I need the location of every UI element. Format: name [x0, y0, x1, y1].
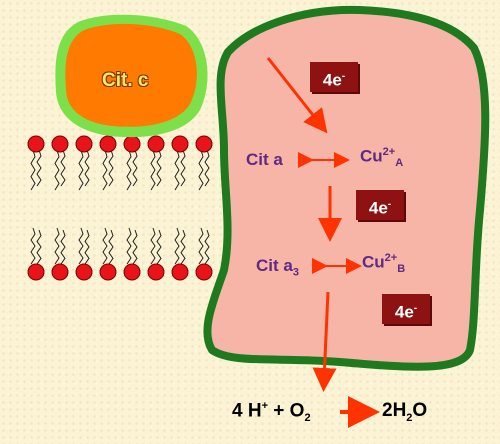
lipid-tail [150, 149, 156, 191]
lipid-head [147, 263, 165, 281]
lipid-head [75, 135, 93, 153]
lipid-tail [174, 149, 180, 191]
lipid-tail [102, 149, 108, 191]
cytochrome-oxidase-complex [203, 5, 490, 371]
lipid-head [123, 135, 141, 153]
membrane-lipid-heads [27, 135, 213, 281]
lipid-head [51, 263, 69, 281]
lipid-tail [54, 227, 60, 265]
lipid-tail [198, 149, 204, 191]
lipid-tail [126, 227, 132, 265]
lipid-head [171, 135, 189, 153]
lipid-head [171, 263, 189, 281]
cit-a3-label: Cit a3 [256, 256, 299, 279]
electron-box-1: 4e- [310, 62, 358, 92]
lipid-head [99, 135, 117, 153]
lipid-tail [174, 227, 180, 265]
lipid-tail [180, 229, 186, 265]
reaction-product: 2H2O [382, 400, 428, 424]
lipid-tail [198, 227, 204, 265]
lipid-head [195, 263, 213, 281]
lipid-tail [36, 149, 42, 187]
lipid-tail [84, 149, 90, 187]
lipid-tail [204, 229, 210, 265]
cu-a-label: Cu2+A [360, 146, 404, 170]
lipid-head [27, 135, 45, 153]
lipid-tail [30, 149, 36, 191]
electron-flow-arrow-in [266, 57, 328, 134]
lipid-head [147, 135, 165, 153]
cu-b-label: Cu2+B [362, 252, 406, 276]
lipid-tail [60, 149, 66, 187]
lipid-tail [150, 227, 156, 265]
electron-box-2: 4e- [356, 190, 404, 220]
cytochrome-c-label: Cit. c [102, 70, 149, 91]
lipid-head [27, 263, 45, 281]
lipid-tail [156, 149, 162, 187]
lipid-head [123, 263, 141, 281]
lipid-tail [156, 229, 162, 265]
lipid-tail [36, 229, 42, 265]
lipid-head [75, 263, 93, 281]
cit-a-label: Cit a [246, 150, 283, 169]
lipid-tail [60, 229, 66, 265]
lipid-tail [84, 229, 90, 265]
lipid-tail [126, 149, 132, 191]
lipid-tail [132, 229, 138, 265]
lipid-head [195, 135, 213, 153]
lipid-tail [102, 227, 108, 265]
lipid-tail [54, 149, 60, 191]
cytochrome-c-body [65, 23, 197, 127]
electron-flow-arrow-out [312, 291, 337, 392]
lipid-tail [78, 149, 84, 191]
lipid-tail [78, 227, 84, 265]
electron-box-3: 4e- [382, 294, 430, 324]
lipid-head [99, 263, 117, 281]
lipid-tail [108, 149, 114, 187]
lipid-tail [132, 149, 138, 187]
lipid-tail [180, 149, 186, 187]
lipid-tail [108, 229, 114, 265]
membrane-lipid-tails [30, 149, 210, 265]
lipid-head [51, 135, 69, 153]
lipid-tail [30, 227, 36, 265]
reaction-reactants: 4 H+ + O2 [232, 400, 311, 425]
lipid-tail [204, 149, 210, 187]
